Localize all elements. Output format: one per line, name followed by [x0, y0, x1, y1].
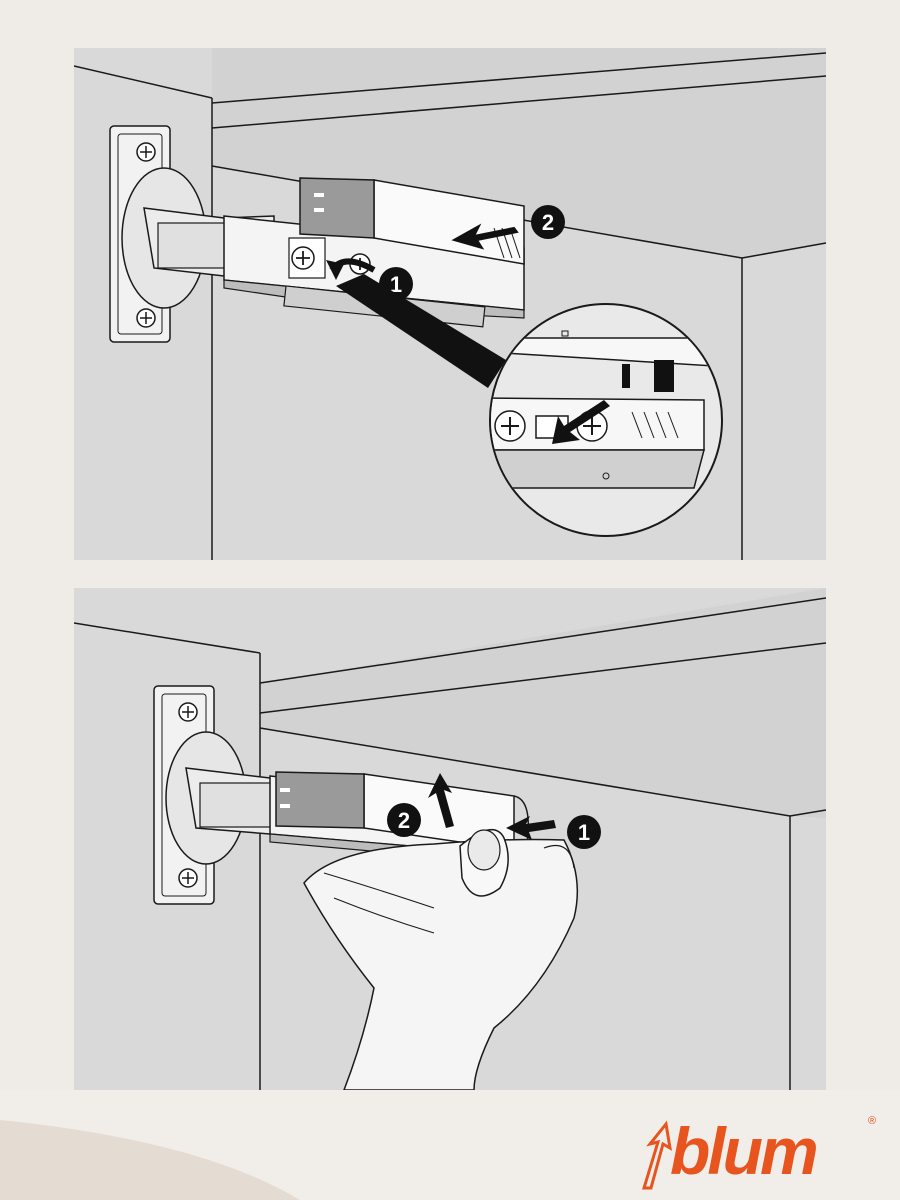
zoom-detail-circle — [489, 303, 723, 537]
soft-close-module — [275, 771, 529, 851]
brand-logo-text: blum — [670, 1114, 819, 1188]
press-arrow-1 — [506, 816, 556, 840]
hand-illustration — [303, 829, 579, 1090]
soft-close-module — [299, 177, 525, 265]
installation-diagram-step-b: 2 1 — [74, 588, 826, 1090]
push-arrow-2 — [451, 223, 519, 250]
diagram-b-illustration: 2 1 — [74, 588, 826, 1090]
cabinet-top-interior — [260, 588, 826, 818]
blum-logo-arrow-icon — [641, 1120, 672, 1190]
zoom-callout-beam — [336, 274, 506, 388]
cabinet-top-interior — [212, 48, 826, 258]
lift-arrow-2 — [428, 773, 454, 828]
step-badge-1: 1 — [567, 815, 601, 849]
svg-text:1: 1 — [578, 820, 590, 845]
svg-text:2: 2 — [542, 210, 554, 235]
svg-text:2: 2 — [398, 808, 410, 833]
step-badge-2: 2 — [531, 205, 565, 239]
installation-diagram-step-a: 2 1 — [74, 48, 826, 560]
step-badge-2: 2 — [387, 803, 421, 837]
diagram-a-illustration: 2 1 — [74, 48, 826, 560]
svg-text:1: 1 — [390, 272, 402, 297]
registered-mark: ® — [868, 1115, 877, 1127]
hinge-arm — [143, 207, 525, 328]
